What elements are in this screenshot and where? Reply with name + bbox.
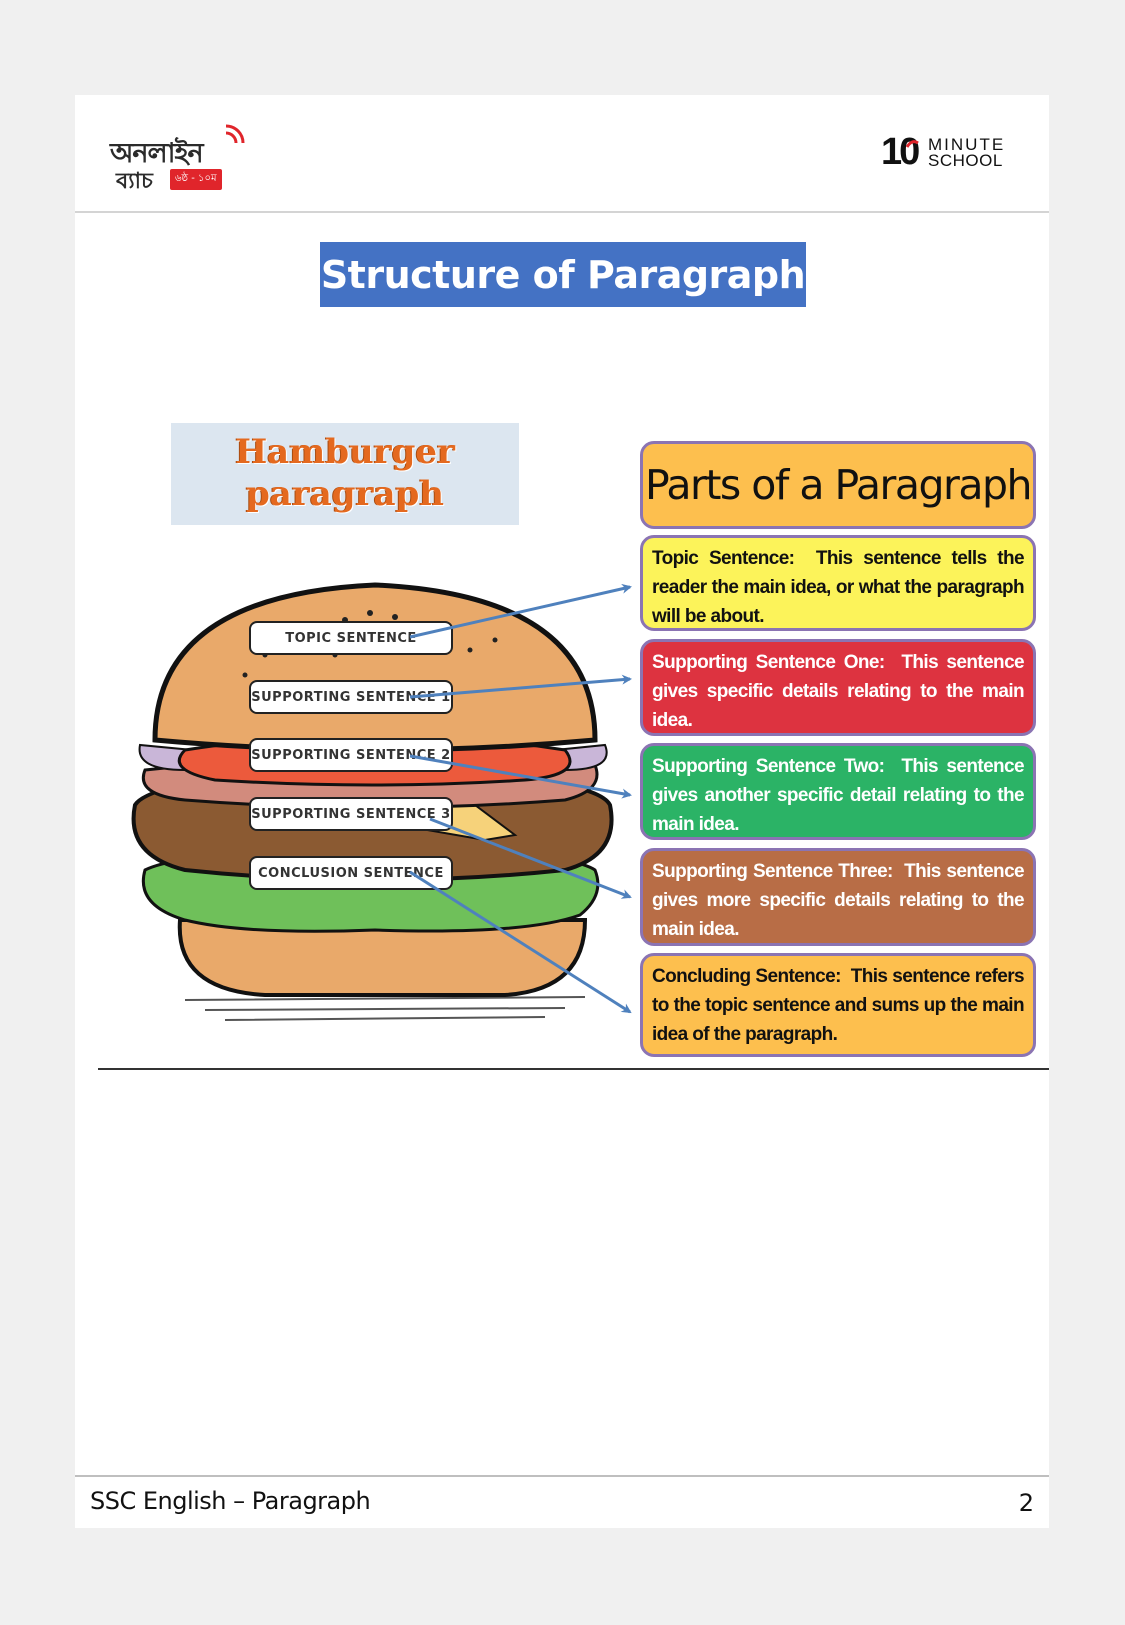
header-divider [75, 211, 1049, 213]
tag-supporting-sentence-2: SUPPORTING SENTENCE 2 [249, 738, 453, 772]
part-supporting-sentence-two: Supporting Sentence Two: This sentence g… [640, 743, 1036, 840]
logo-number: 10 [881, 131, 920, 173]
online-batch-logo: অনলাইন ব্যাচ ৬ষ্ঠ - ১০ম [110, 123, 260, 195]
logo-mark-icon [906, 140, 919, 148]
ten-minute-school-logo: 10 MINUTE SCHOOL [881, 131, 1011, 173]
logo-word-school: SCHOOL [928, 151, 1003, 170]
hamburger-illustration [131, 582, 614, 1021]
tag-conclusion-sentence: CONCLUSION SENTENCE [249, 856, 453, 890]
part-concluding-sentence: Concluding Sentence: This sentence refer… [640, 953, 1036, 1057]
content-divider [98, 1068, 1049, 1070]
part-label: Supporting Sentence Three: [652, 861, 893, 882]
part-label: Topic Sentence: [652, 548, 795, 569]
part-text: This sentence gives more specific detail… [652, 861, 1025, 940]
part-supporting-sentence-three: Supporting Sentence Three: This sentence… [640, 848, 1036, 946]
hamburger-label-line1: Hamburger [235, 432, 455, 472]
tag-topic-sentence: TOPIC SENTENCE [249, 621, 453, 655]
document-page: অনলাইন ব্যাচ ৬ষ্ঠ - ১০ম 10 MINUTE SCHOOL… [75, 95, 1049, 1528]
logo-word-minute: MINUTE [928, 135, 1006, 154]
logo-line2: ব্যাচ [116, 169, 153, 194]
part-text: This sentence gives specific details rel… [652, 652, 1025, 731]
part-label: Supporting Sentence One: [652, 652, 885, 673]
signal-icon [225, 124, 245, 144]
hamburger-label-line2: paragraph [246, 474, 444, 514]
tag-supporting-sentence-1: SUPPORTING SENTENCE 1 [249, 680, 453, 714]
page-number: 2 [1018, 1489, 1034, 1517]
logo-line1: অনলাইন [110, 138, 204, 169]
page-title: Structure of Paragraph [320, 242, 806, 307]
footer-title: SSC English – Paragraph [90, 1487, 371, 1515]
tag-supporting-sentence-3: SUPPORTING SENTENCE 3 [249, 797, 453, 831]
part-label: Concluding Sentence: [652, 966, 841, 987]
part-text: This sentence gives another specific det… [652, 756, 1025, 835]
parts-of-paragraph-title: Parts of a Paragraph [640, 441, 1036, 529]
part-topic-sentence: Topic Sentence: This sentence tells the … [640, 535, 1036, 631]
class-badge: ৬ষ্ঠ - ১০ম [170, 169, 222, 190]
footer-divider [75, 1475, 1049, 1477]
hamburger-paragraph-label: Hamburger paragraph [171, 423, 519, 525]
part-text: This sentence tells the reader the main … [652, 548, 1025, 627]
part-supporting-sentence-one: Supporting Sentence One: This sentence g… [640, 639, 1036, 736]
part-label: Supporting Sentence Two: [652, 756, 885, 777]
part-text: This sentence refers to the topic senten… [652, 966, 1025, 1045]
